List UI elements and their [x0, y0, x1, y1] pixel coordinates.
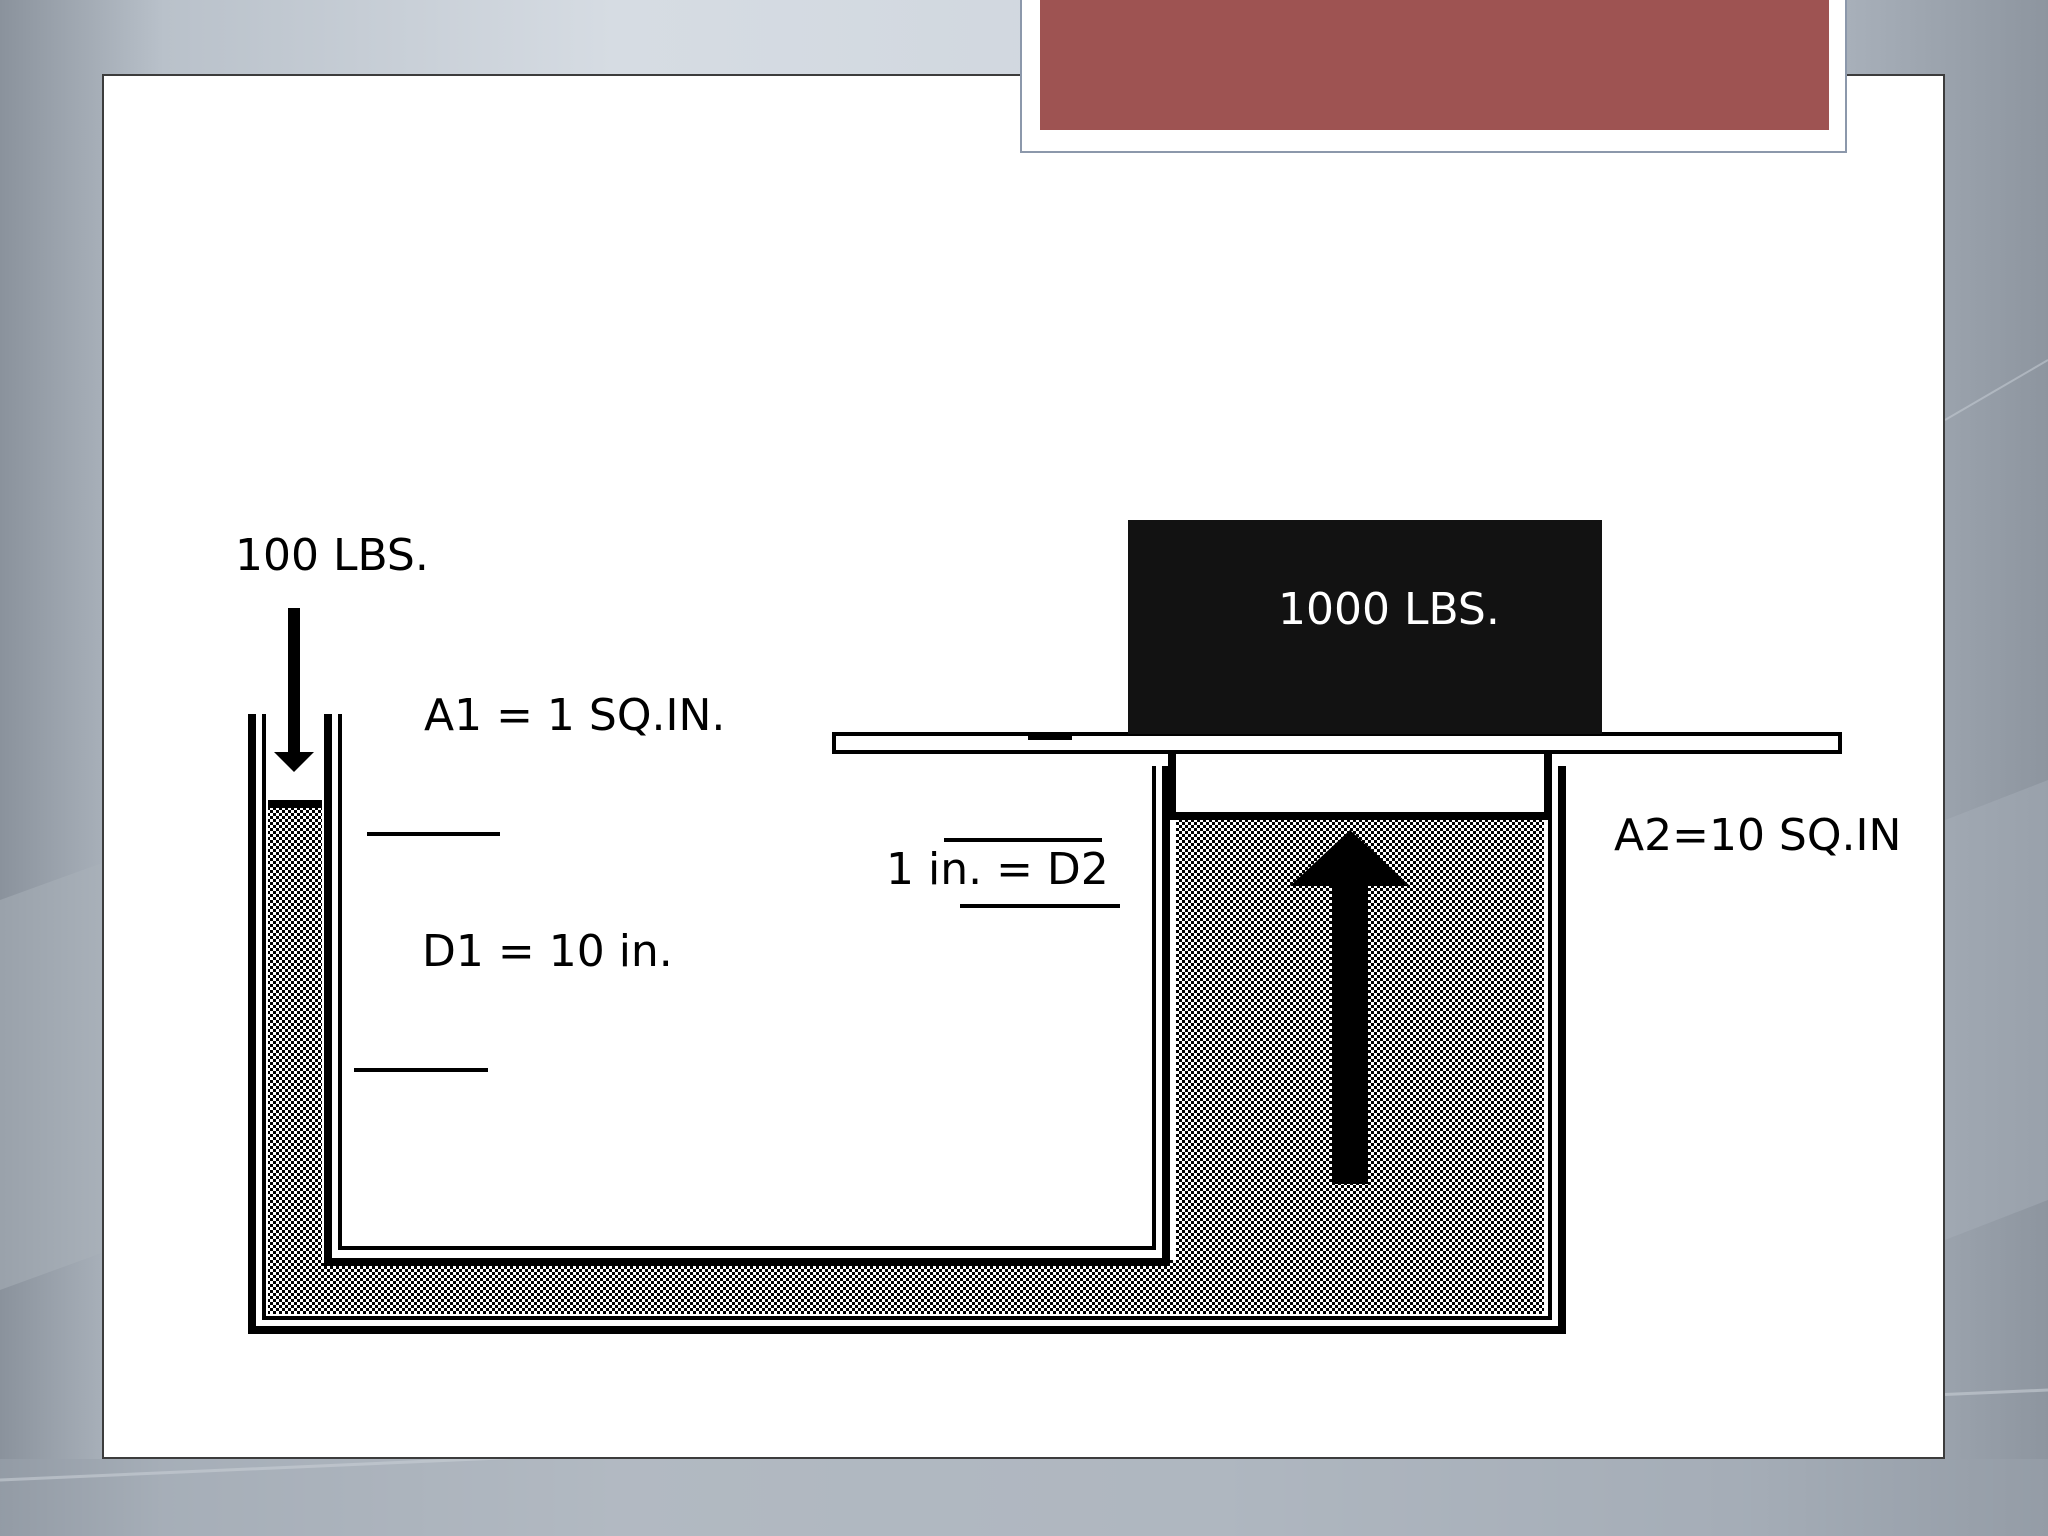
weight-block [1128, 520, 1602, 734]
fluid-small-cylinder [268, 808, 322, 1314]
output-force-arrow-shaft [1332, 880, 1368, 1184]
small-piston [268, 800, 322, 808]
platform-tab [1028, 734, 1072, 740]
slide-title-frame [1020, 0, 1847, 153]
slide-content-panel [102, 74, 1945, 1459]
inner-container-wall [324, 714, 1170, 1266]
input-force-arrow-head [274, 752, 314, 772]
slide-title-bar [1040, 0, 1829, 130]
input-force-label: 100 LBS. [235, 530, 429, 581]
area2-label: A2=10 SQ.IN [1614, 810, 1901, 861]
output-force-arrow-head [1290, 830, 1410, 886]
load-platform [832, 732, 1842, 754]
distance2-label: 1 in. = D2 [886, 844, 1109, 895]
distance1-label: D1 = 10 in. [422, 926, 673, 977]
outer-container-inner-line [262, 714, 1552, 1320]
output-weight-label: 1000 LBS. [1278, 584, 1500, 635]
inner-container-inner-line [338, 714, 1156, 1250]
large-piston-head [1168, 742, 1552, 820]
area1-label: A1 = 1 SQ.IN. [424, 690, 725, 741]
outer-container-wall [248, 714, 1566, 1334]
